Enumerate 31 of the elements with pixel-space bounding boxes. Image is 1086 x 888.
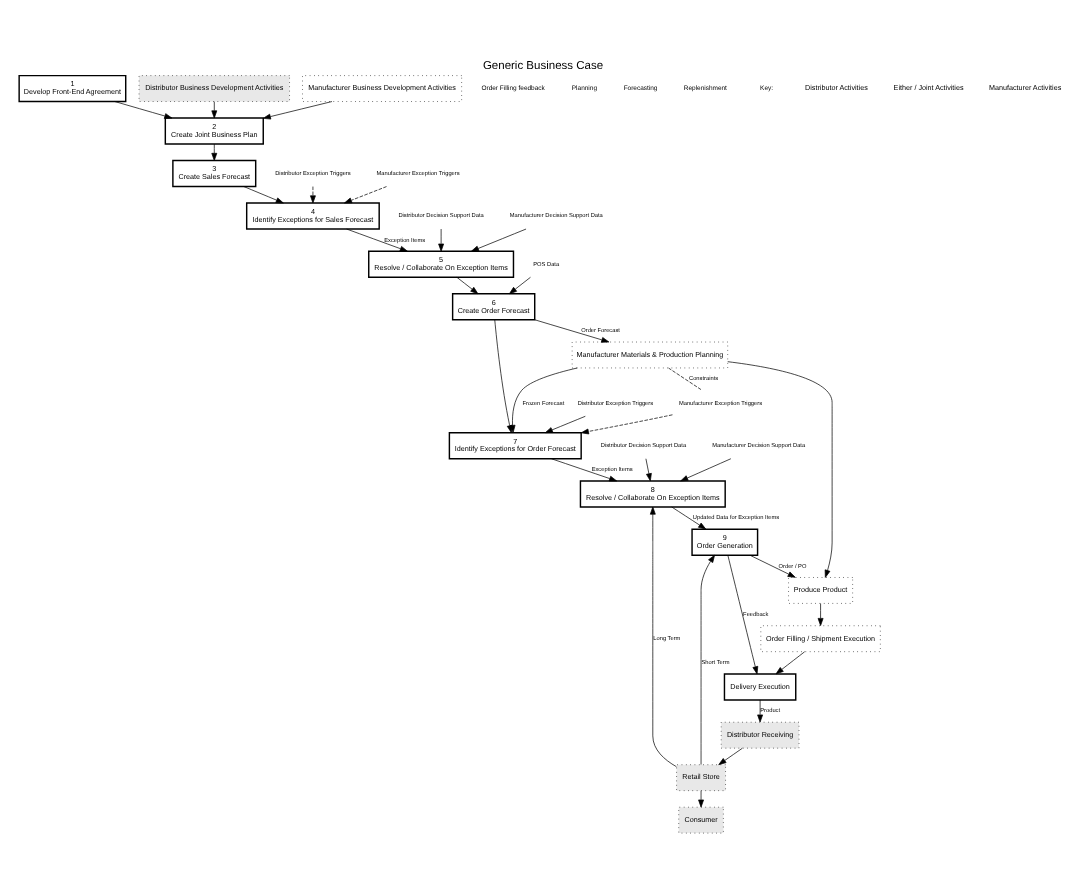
arrow — [344, 185, 387, 203]
arrow — [698, 789, 704, 807]
arrow — [544, 414, 586, 433]
arrow — [671, 505, 707, 529]
arrow — [749, 553, 796, 577]
connector — [668, 366, 703, 390]
arrow — [534, 318, 610, 342]
arrow — [346, 227, 408, 251]
arrow — [718, 746, 743, 764]
arrow — [775, 650, 806, 674]
arrow — [580, 413, 673, 434]
arrow — [471, 227, 527, 251]
arrow — [211, 142, 218, 160]
arrow — [727, 360, 833, 577]
arrow — [114, 100, 173, 118]
arrow — [757, 698, 763, 722]
arrow — [243, 185, 284, 203]
arrow — [649, 505, 677, 767]
arrow — [262, 100, 333, 119]
arrow — [700, 553, 715, 764]
arrow — [680, 457, 732, 481]
arrow — [645, 457, 652, 481]
arrow — [211, 100, 218, 118]
arrow — [310, 185, 316, 203]
arrow — [509, 366, 578, 432]
arrow — [509, 275, 531, 294]
arrow — [551, 457, 618, 481]
arrow — [817, 602, 824, 625]
arrow — [456, 275, 479, 294]
arrow — [727, 554, 759, 674]
arrow — [438, 227, 444, 251]
